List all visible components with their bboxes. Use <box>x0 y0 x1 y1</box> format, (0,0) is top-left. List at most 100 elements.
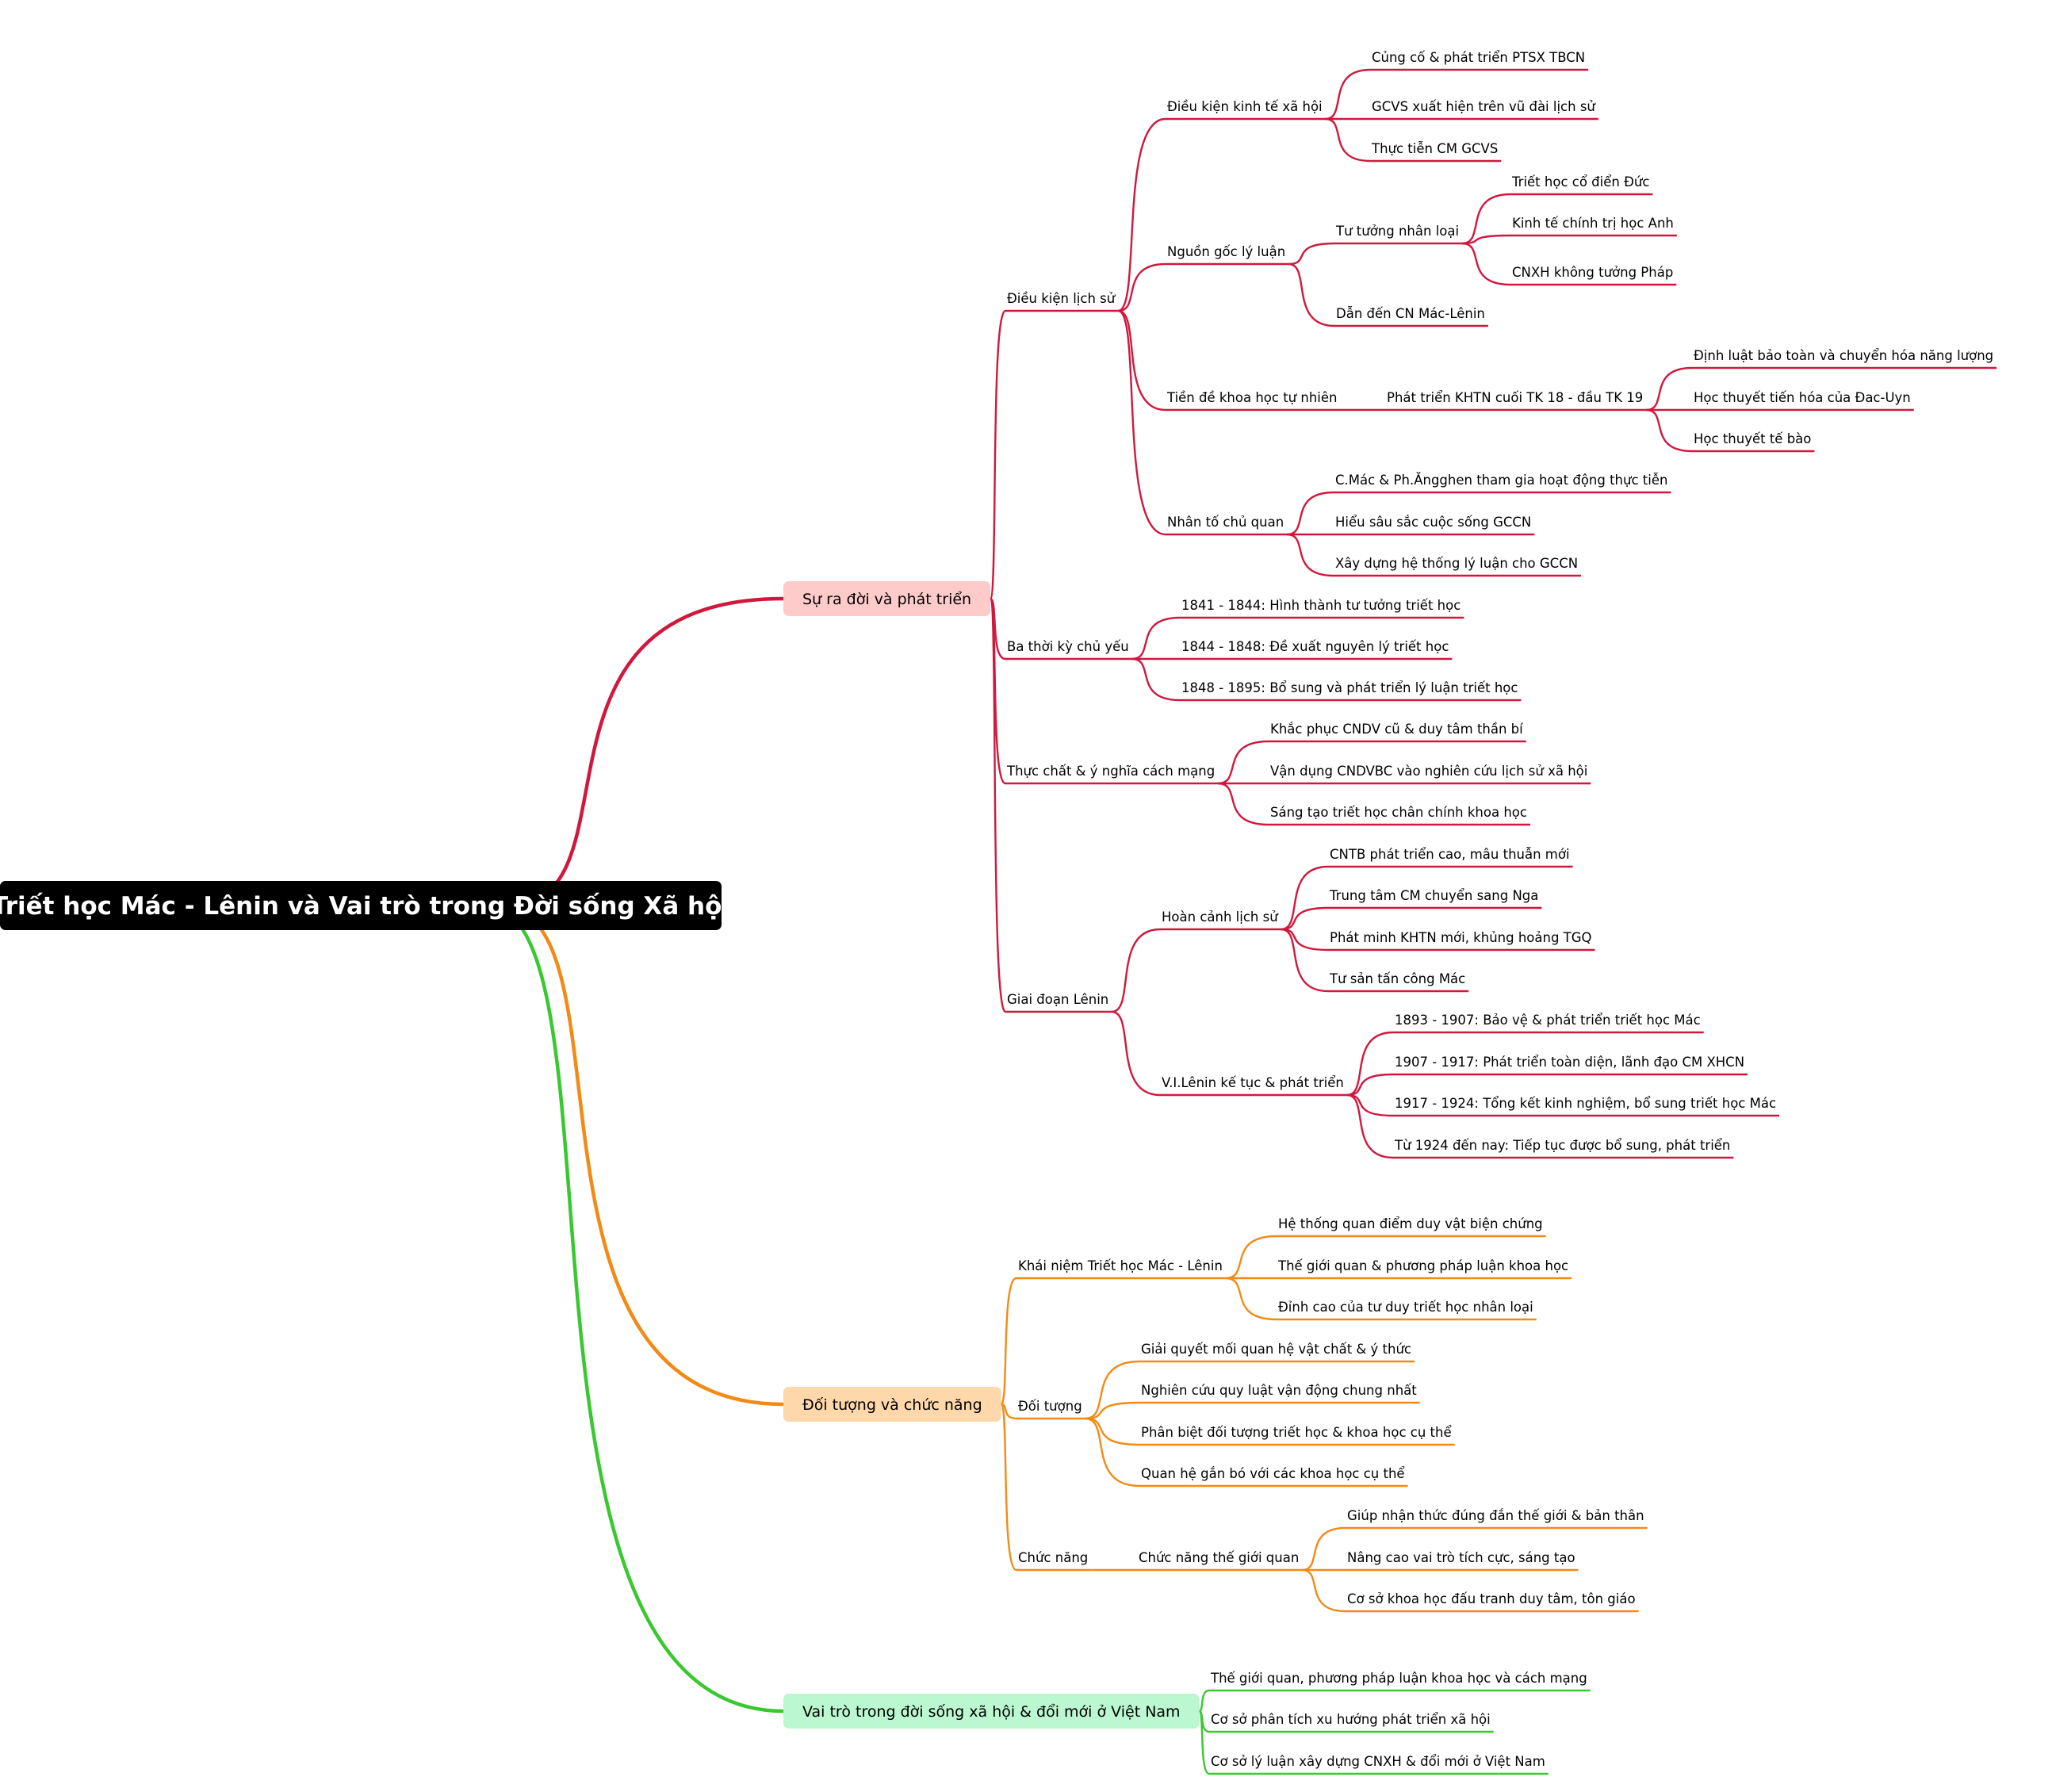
node-label: 1917 - 1924: Tổng kết kinh nghiệm, bổ su… <box>1395 1096 1776 1111</box>
branch-node[interactable]: Đối tượng và chức năng <box>783 1387 1001 1422</box>
branch-connector <box>497 903 784 1407</box>
node-label: Đối tượng <box>1018 1399 1082 1414</box>
mindmap-node[interactable]: Định luật bảo toàn và chuyển hóa năng lư… <box>1692 348 1997 370</box>
mindmap-node[interactable]: C.Mác & Ph.Ăngghen tham gia hoạt động th… <box>1334 473 1671 494</box>
mindmap-node[interactable]: Đối tượng <box>1016 1399 1085 1420</box>
connector-line <box>1287 533 1334 577</box>
connector-line <box>1646 408 1693 453</box>
mindmap-node[interactable]: Sáng tạo triết học chân chính khoa học <box>1269 805 1530 826</box>
mindmap-node[interactable]: Điều kiện lịch sử <box>1005 291 1119 312</box>
mindmap-node[interactable]: Thế giới quan, phương pháp luận khoa học… <box>1209 1671 1591 1692</box>
mindmap-node[interactable]: Tiền đề khoa học tự nhiên <box>1166 390 1341 412</box>
mindmap-node[interactable]: 1893 - 1907: Bảo vệ & phát triển triết h… <box>1393 1013 1704 1034</box>
connector-line <box>1462 234 1511 245</box>
node-label: Hệ thống quan điểm duy vật biện chứng <box>1278 1216 1543 1231</box>
node-label: Nguồn gốc lý luận <box>1167 244 1285 259</box>
connector-line <box>1218 740 1269 785</box>
mindmap-node[interactable]: Giúp nhận thức đúng đắn thế giới & bản t… <box>1346 1508 1648 1530</box>
branch-node[interactable]: Sự ra đời và phát triển <box>783 581 991 616</box>
root-node[interactable]: Triết học Mác - Lênin và Vai trò trong Đ… <box>0 881 730 930</box>
mindmap-node[interactable]: Điều kiện kinh tế xã hội <box>1166 99 1326 121</box>
connector-line <box>1198 1689 1210 1713</box>
branch-node[interactable]: Vai trò trong đời sống xã hội & đổi mới … <box>783 1694 1200 1729</box>
node-label: Cơ sở lý luận xây dựng CNXH & đổi mới ở … <box>1211 1754 1545 1769</box>
mindmap-node[interactable]: Nâng cao vai trò tích cực, sáng tạo <box>1346 1550 1579 1572</box>
node-label: Triết học cổ điển Đức <box>1511 174 1649 190</box>
node-label: Chức năng thế giới quan <box>1139 1550 1299 1565</box>
mindmap-node[interactable]: Phát minh KHTN mới, khủng hoảng TGQ <box>1328 930 1595 952</box>
mindmap-node[interactable]: GCVS xuất hiện trên vũ đài lịch sử <box>1370 99 1598 121</box>
node-label: 1848 - 1895: Bổ sung và phát triển lý lu… <box>1181 680 1518 695</box>
mindmap-node[interactable]: Trung tâm CM chuyển sang Nga <box>1328 888 1542 909</box>
mindmap-node[interactable]: Hệ thống quan điểm duy vật biện chứng <box>1277 1216 1546 1238</box>
connector-line <box>1325 117 1371 163</box>
branch-connector <box>507 596 784 908</box>
mindmap-node[interactable]: Cơ sở khoa học đấu tranh duy tâm, tôn gi… <box>1346 1591 1639 1613</box>
mindmap-node[interactable]: CNTB phát triển cao, mâu thuẫn mới <box>1328 847 1573 868</box>
mindmap-node[interactable]: CNXH không tưởng Pháp <box>1510 265 1677 286</box>
mindmap-node[interactable]: Thực chất & ý nghĩa cách mạng <box>1005 764 1219 785</box>
node-label: Quan hệ gắn bó với các khoa học cụ thể <box>1141 1466 1405 1481</box>
mindmap-node[interactable]: 1844 - 1848: Đề xuất nguyên lý triết học <box>1180 639 1453 661</box>
node-label: V.I.Lênin kế tục & phát triển <box>1162 1075 1344 1090</box>
mindmap-node[interactable]: Đỉnh cao của tư duy triết học nhân loại <box>1277 1300 1537 1321</box>
node-label: 1841 - 1844: Hình thành tư tưởng triết h… <box>1181 598 1461 613</box>
connector-line <box>1346 1093 1394 1159</box>
node-label: Tư sản tấn công Mác <box>1329 971 1465 986</box>
node-label: Trung tâm CM chuyển sang Nga <box>1329 888 1538 903</box>
connector-line <box>1281 906 1329 931</box>
mindmap-node[interactable]: V.I.Lênin kế tục & phát triển <box>1160 1075 1347 1097</box>
mindmap-node[interactable]: Dẫn đến CN Mác-Lênin <box>1334 306 1488 327</box>
mindmap-node[interactable]: Khái niệm Triết học Mác - Lênin <box>1016 1258 1226 1280</box>
node-label: Ba thời kỳ chủ yếu <box>1007 639 1129 654</box>
mindmap-node[interactable]: Xây dựng hệ thống lý luận cho GCCN <box>1334 556 1582 577</box>
mindmap-node[interactable]: Nhân tố chủ quan <box>1166 515 1288 536</box>
node-label: Học thuyết tế bào <box>1694 431 1811 446</box>
mindmap-node[interactable]: Hoàn cảnh lịch sử <box>1160 909 1281 931</box>
node-label: Vận dụng CNDVBC vào nghiên cứu lịch sử x… <box>1270 764 1587 779</box>
mindmap-node[interactable]: Kinh tế chính trị học Anh <box>1510 216 1677 237</box>
mindmap-node[interactable]: Chức năng <box>1016 1550 1092 1572</box>
mindmap-node[interactable]: Học thuyết tiến hóa của Đac-Uyn <box>1692 390 1914 412</box>
mindmap-node[interactable]: Chức năng thế giới quan <box>1137 1550 1303 1572</box>
mindmap-node[interactable]: Củng cố & phát triển PTSX TBCN <box>1370 50 1589 71</box>
mindmap-node[interactable]: Ba thời kỳ chủ yếu <box>1005 639 1132 661</box>
mindmap-node[interactable]: Khắc phục CNDV cũ & duy tâm thần bí <box>1269 722 1526 743</box>
mindmap-node[interactable]: Cơ sở phân tích xu hướng phát triển xã h… <box>1209 1712 1494 1733</box>
mindmap-node[interactable]: Giải quyết mối quan hệ vật chất & ý thức <box>1139 1342 1415 1363</box>
mindmap-node[interactable]: Vận dụng CNDVBC vào nghiên cứu lịch sử x… <box>1269 764 1591 785</box>
branch-label: Sự ra đời và phát triển <box>802 591 971 608</box>
mindmap-node[interactable]: Phát triển KHTN cuối TK 18 - đầu TK 19 <box>1385 390 1647 412</box>
mindmap-node[interactable]: Tư tưởng nhân loại <box>1334 224 1463 245</box>
mindmap-node[interactable]: Nguồn gốc lý luận <box>1166 244 1289 266</box>
node-label: Xây dựng hệ thống lý luận cho GCCN <box>1335 556 1578 571</box>
mindmap-node[interactable]: Tư sản tấn công Mác <box>1328 971 1469 993</box>
mindmap-node[interactable]: Hiểu sâu sắc cuộc sống GCCN <box>1334 515 1535 536</box>
mindmap-node[interactable]: Thế giới quan & phương pháp luận khoa họ… <box>1277 1258 1572 1280</box>
mindmap-node[interactable]: 1917 - 1924: Tổng kết kinh nghiệm, bổ su… <box>1393 1096 1780 1117</box>
node-label: Điều kiện lịch sử <box>1007 291 1116 306</box>
mindmap-node[interactable]: Phân biệt đối tượng triết học & khoa học… <box>1139 1425 1455 1446</box>
connector-line <box>1131 657 1181 702</box>
mindmap-node[interactable]: Triết học cổ điển Đức <box>1510 174 1653 196</box>
mindmap-node[interactable]: Thực tiễn CM GCVS <box>1370 141 1502 163</box>
mindmap-node[interactable]: Học thuyết tế bào <box>1692 431 1815 453</box>
mindmap-node[interactable]: Cơ sở lý luận xây dựng CNXH & đổi mới ở … <box>1209 1754 1549 1775</box>
mindmap-node[interactable]: 1848 - 1895: Bổ sung và phát triển lý lu… <box>1180 680 1522 702</box>
connector-line <box>1302 1526 1346 1572</box>
connector-line <box>1281 928 1329 952</box>
node-label: Thực chất & ý nghĩa cách mạng <box>1006 764 1215 779</box>
node-label: Khắc phục CNDV cũ & duy tâm thần bí <box>1270 722 1524 737</box>
mindmap-node[interactable]: Quan hệ gắn bó với các khoa học cụ thể <box>1139 1466 1408 1488</box>
mindmap-node[interactable]: 1841 - 1844: Hình thành tư tưởng triết h… <box>1180 598 1464 619</box>
mindmap-node[interactable]: Từ 1924 đến nay: Tiếp tục được bổ sung, … <box>1393 1138 1734 1159</box>
mindmap-node[interactable]: Giai đoạn Lênin <box>1005 992 1112 1013</box>
node-label: 1893 - 1907: Bảo vệ & phát triển triết h… <box>1395 1013 1701 1028</box>
connector-line <box>1001 1403 1017 1420</box>
root-title: Triết học Mác - Lênin và Vai trò trong Đ… <box>0 892 730 921</box>
node-label: Điều kiện kinh tế xã hội <box>1167 99 1323 114</box>
branch-box <box>783 581 991 616</box>
mindmap-node[interactable]: Nghiên cứu quy luật vận động chung nhất <box>1139 1383 1420 1404</box>
mindmap-node[interactable]: 1907 - 1917: Phát triển toàn diện, lãnh … <box>1393 1055 1748 1076</box>
